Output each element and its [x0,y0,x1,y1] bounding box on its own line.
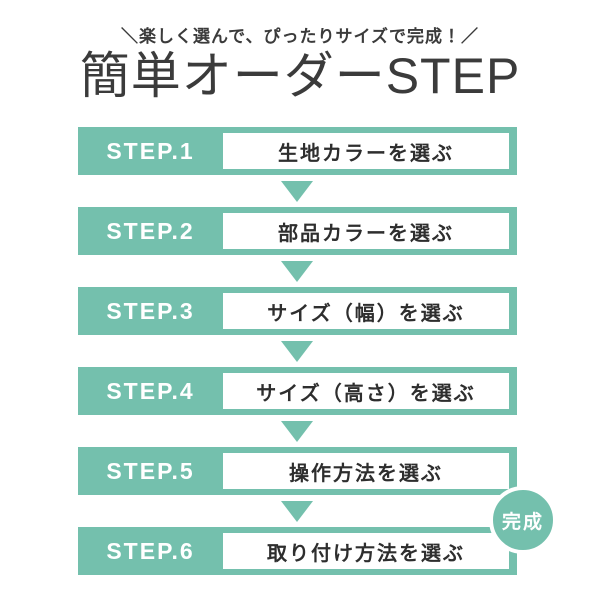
arrow-down-icon [281,261,313,282]
finish-badge-label: 完成 [501,511,544,533]
arrow-down-icon [281,181,313,202]
step-row-3: STEP.3 サイズ（幅）を選ぶ [78,287,517,335]
arrow-down-icon [281,501,313,522]
step-row-1: STEP.1 生地カラーを選ぶ [78,127,517,175]
arrow-down-icon [281,341,313,362]
step-description: サイズ（高さ）を選ぶ [223,373,509,409]
step-row-6: STEP.6 取り付け方法を選ぶ [78,527,517,575]
finish-badge: 完成 [489,486,557,554]
slogan-text: ＼楽しく選んで、ぴったりサイズで完成！／ [121,27,479,46]
step-number-label: STEP.3 [106,298,195,324]
step-number-label: STEP.4 [106,378,195,404]
step-row-2: STEP.2 部品カラーを選ぶ [78,207,517,255]
step-description: サイズ（幅）を選ぶ [223,293,509,329]
page-title: 簡単オーダーSTEP [79,48,521,104]
step-number-label: STEP.6 [106,538,195,564]
step-row-5: STEP.5 操作方法を選ぶ [78,447,517,495]
step-number-label: STEP.1 [106,138,195,164]
step-row-4: STEP.4 サイズ（高さ）を選ぶ [78,367,517,415]
step-description: 取り付け方法を選ぶ [223,533,509,569]
step-description: 部品カラーを選ぶ [223,213,509,249]
step-description: 生地カラーを選ぶ [223,133,509,169]
step-number-label: STEP.5 [106,458,195,484]
step-description: 操作方法を選ぶ [223,453,509,489]
step-number-label: STEP.2 [106,218,195,244]
arrow-down-icon [281,421,313,442]
